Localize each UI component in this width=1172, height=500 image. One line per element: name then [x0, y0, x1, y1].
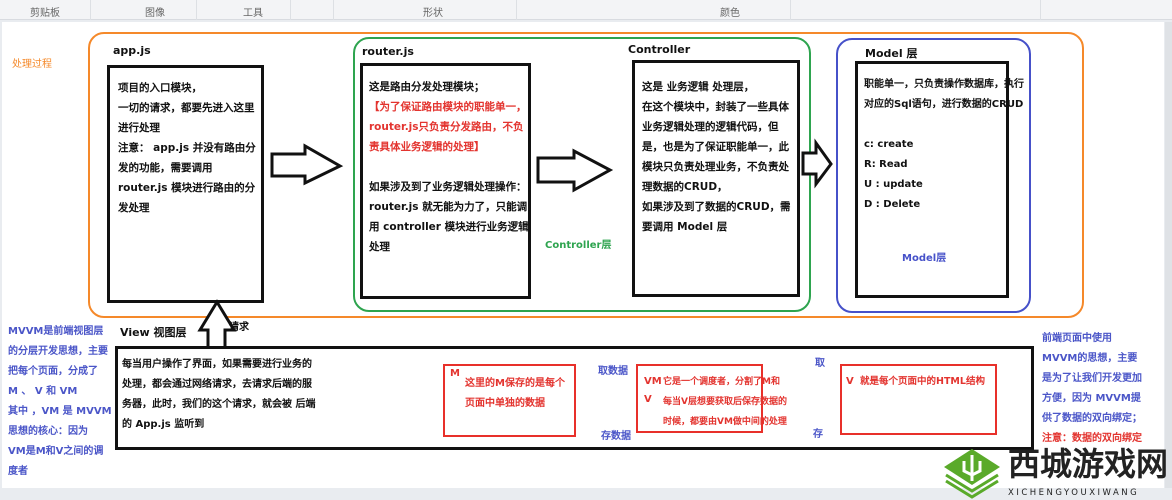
- ribbon-group-image[interactable]: 图像: [145, 8, 165, 19]
- model-container: [836, 38, 1031, 313]
- v-tag: V: [846, 376, 854, 387]
- divider: [196, 0, 197, 20]
- divider: [1040, 0, 1041, 20]
- vertical-scrollbar[interactable]: [1165, 22, 1172, 488]
- process-label: 处理过程: [12, 59, 52, 70]
- view-title: View 视图层: [120, 326, 187, 339]
- view-text: 每当用户操作了界面，如果需要进行业务的处理，都会通过网络请求，去请求后端的服务器…: [122, 359, 316, 430]
- watermark-pinyin: XICHENGYOUXIWANG: [1008, 488, 1140, 498]
- fetch-label: 取: [815, 358, 825, 369]
- fetch-data-label: 取数据: [598, 366, 628, 377]
- model-layer-label: Model层: [902, 253, 947, 264]
- controller-title: Controller: [628, 43, 691, 56]
- v-text: 就是每个页面中的HTML结构: [860, 376, 985, 387]
- vm-text: 它是一个调度者，分割了M和每当V层想要获取后保存数据的时候，都要由VM做中间的处…: [663, 377, 787, 427]
- router-box: 这是路由分发处理模块； 【为了保证路由模块的职能单一，router.js只负责分…: [360, 63, 531, 299]
- divider: [790, 0, 791, 20]
- v-box: V 就是每个页面中的HTML结构: [840, 364, 997, 435]
- request-label: 请求: [229, 322, 249, 333]
- m-text: 这里的M保存的是每个页面中单独的数据: [465, 378, 565, 409]
- arrow-right-icon: [536, 148, 614, 193]
- store-data-label: 存数据: [601, 431, 631, 442]
- controller-box: 这是 业务逻辑 处理层，在这个模块中，封装了一些具体业务逻辑处理的逻辑代码，但是…: [632, 60, 800, 297]
- divider: [333, 0, 334, 20]
- m-tag: M: [450, 368, 460, 379]
- model-text: 职能单一，只负责操作数据库，执行对应的Sql语句，进行数据的CRUD c: cr…: [864, 79, 1024, 210]
- model-box: 职能单一，只负责操作数据库，执行对应的Sql语句，进行数据的CRUD c: cr…: [855, 61, 1024, 298]
- divider: [516, 0, 517, 20]
- model-title: Model 层: [865, 47, 918, 60]
- controller-text: 这是 业务逻辑 处理层，在这个模块中，封装了一些具体业务逻辑处理的逻辑代码，但是…: [642, 81, 791, 233]
- divider: [90, 0, 91, 20]
- router-text: 这是路由分发处理模块； 【为了保证路由模块的职能单一，router.js只负责分…: [369, 81, 529, 253]
- m-box: M 这里的M保存的是每个页面中单独的数据: [443, 364, 576, 437]
- ribbon-toolbar: 剪贴板 图像 工具 形状 颜色: [0, 0, 1172, 20]
- controller-layer-label: Controller层: [545, 240, 612, 251]
- arrow-right-icon: [270, 143, 344, 186]
- store-label: 存: [813, 429, 823, 440]
- watermark-logo-icon: [944, 449, 1000, 499]
- process-container: [88, 32, 1084, 318]
- vm-box: VM V 它是一个调度者，分割了M和每当V层想要获取后保存数据的时候，都要由VM…: [636, 364, 787, 433]
- watermark-name: 西城游戏网: [1008, 445, 1169, 483]
- appjs-text: 项目的入口模块，一切的请求，都要先进入这里进行处理注意： app.js 并没有路…: [118, 82, 256, 214]
- vm-tag: VM: [644, 376, 662, 387]
- vm-tag-v: V: [644, 394, 652, 405]
- router-title: router.js: [362, 45, 414, 58]
- appjs-box: 项目的入口模块，一切的请求，都要先进入这里进行处理注意： app.js 并没有路…: [107, 65, 264, 303]
- ribbon-group-clipboard[interactable]: 剪贴板: [30, 8, 60, 19]
- arrow-right-icon: [801, 138, 833, 189]
- ribbon-group-shapes[interactable]: 形状: [423, 8, 443, 19]
- appjs-title: app.js: [113, 44, 151, 57]
- ribbon-group-tools[interactable]: 工具: [243, 8, 263, 19]
- divider: [290, 0, 291, 20]
- ribbon-group-colors[interactable]: 颜色: [720, 8, 740, 19]
